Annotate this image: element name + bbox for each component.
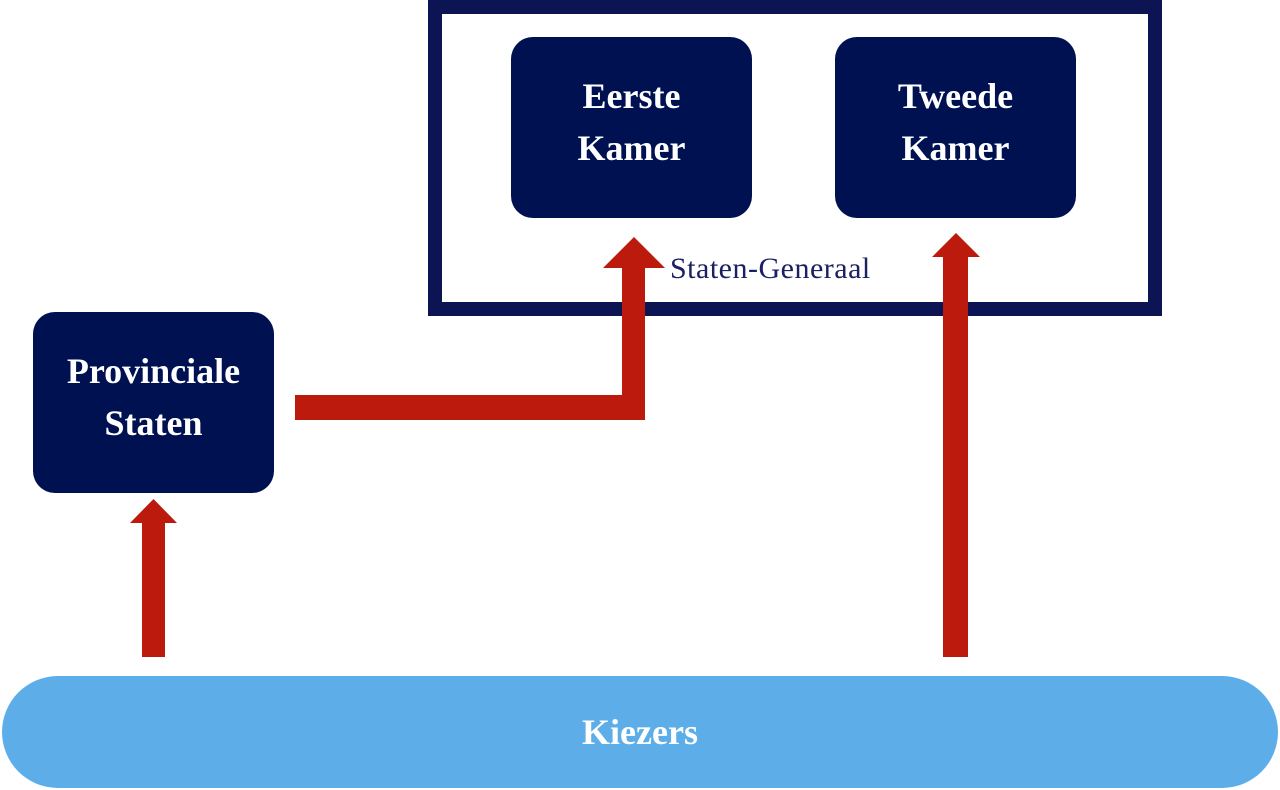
arrow-kiezers-to-tweede: [932, 233, 980, 657]
node-tweede-kamer: Tweede Kamer: [835, 37, 1076, 218]
node-kiezers: Kiezers: [2, 676, 1278, 788]
node-label: Provinciale: [66, 350, 241, 391]
arrow-kiezers-to-provinciale: [130, 499, 177, 657]
staten-generaal-label: Staten-Generaal: [670, 252, 871, 285]
node-provinciale-staten: Provinciale Staten: [33, 312, 274, 493]
node-label: Eerste: [582, 75, 681, 116]
arrow-provinciale-to-eerste: [295, 237, 665, 420]
node-eerste-kamer: Eerste Kamer: [511, 37, 752, 218]
node-label: Tweede: [897, 75, 1014, 116]
node-label: Kiezers: [582, 712, 698, 752]
node-label: Kamer: [901, 127, 1010, 168]
node-label: Kamer: [577, 127, 686, 168]
node-label: Staten: [104, 402, 203, 443]
